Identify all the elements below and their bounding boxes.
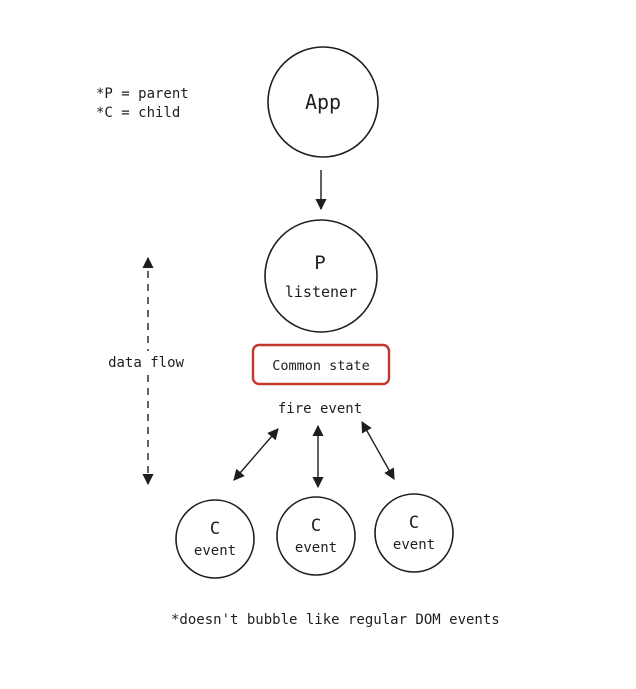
child-circle bbox=[374, 493, 454, 573]
data-flow-indicator: data flow bbox=[104, 256, 190, 486]
event-arrow-left bbox=[233, 428, 279, 481]
common-state-border bbox=[251, 343, 391, 386]
app-label: App bbox=[305, 90, 341, 114]
app-node: App bbox=[267, 46, 379, 158]
legend-parent: *P = parent bbox=[96, 86, 189, 102]
event-arrow-right bbox=[361, 421, 395, 480]
child-sublabel: event bbox=[194, 543, 236, 559]
child-label: C bbox=[311, 516, 321, 536]
child-circle bbox=[276, 496, 356, 576]
parent-sublabel: listener bbox=[285, 283, 357, 301]
child-node-3: C event bbox=[374, 493, 454, 573]
parent-node: P listener bbox=[264, 219, 378, 333]
parent-circle bbox=[264, 219, 378, 333]
footnote: *doesn't bubble like regular DOM events bbox=[171, 612, 500, 628]
child-node-1: C event bbox=[175, 499, 255, 579]
fire-event-label: fire event bbox=[278, 401, 362, 417]
common-state-label: Common state bbox=[272, 358, 370, 374]
app-circle bbox=[267, 46, 379, 158]
child-sublabel: event bbox=[393, 537, 435, 553]
legend-child: *C = child bbox=[96, 105, 180, 121]
child-node-2: C event bbox=[276, 496, 356, 576]
child-label: C bbox=[409, 513, 419, 533]
child-circle bbox=[175, 499, 255, 579]
child-sublabel: event bbox=[295, 540, 337, 556]
data-flow-label-bg bbox=[104, 351, 190, 373]
data-flow-label: data flow bbox=[108, 355, 184, 371]
parent-label: P bbox=[314, 252, 325, 274]
legend: *P = parent *C = child bbox=[96, 86, 189, 121]
common-state-box: Common state bbox=[251, 343, 391, 386]
child-label: C bbox=[210, 519, 220, 539]
